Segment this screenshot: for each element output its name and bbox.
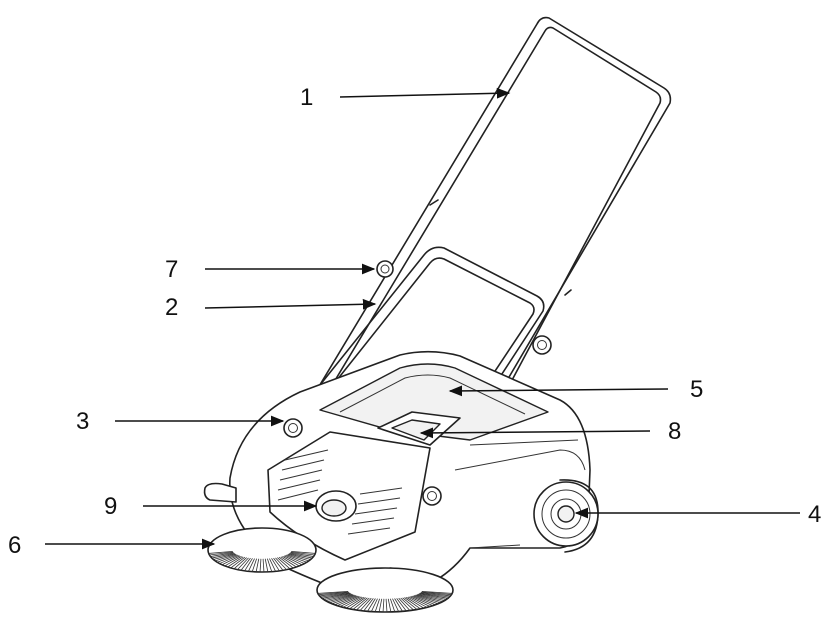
rear-wheel bbox=[533, 479, 599, 553]
callout-arrows bbox=[45, 87, 800, 550]
callout-label-4: 4 bbox=[808, 501, 822, 528]
callout-label-2: 2 bbox=[165, 294, 179, 321]
left-side-brush bbox=[207, 527, 317, 573]
callout-label-7: 7 bbox=[165, 256, 179, 283]
callout-label-6: 6 bbox=[8, 532, 22, 559]
callout-label-8: 8 bbox=[668, 418, 682, 445]
callout-arrow-1 bbox=[339, 87, 511, 99]
callout-arrow-8 bbox=[419, 427, 651, 439]
outer-handle bbox=[299, 16, 672, 501]
grill-slots bbox=[277, 449, 403, 535]
inner-handle bbox=[291, 246, 545, 493]
callout-label-3: 3 bbox=[76, 408, 90, 435]
right-knob bbox=[532, 335, 552, 355]
callout-label-9: 9 bbox=[104, 493, 118, 520]
right-side-brush bbox=[316, 567, 454, 613]
callout-label-1: 1 bbox=[300, 84, 314, 111]
lower-right-knob bbox=[422, 486, 442, 506]
callout-label-5: 5 bbox=[690, 376, 704, 403]
callout-arrow-2 bbox=[204, 298, 377, 310]
lower-left-knob bbox=[283, 418, 303, 438]
callout-arrow-5 bbox=[448, 385, 669, 397]
upper-knob bbox=[376, 260, 394, 278]
